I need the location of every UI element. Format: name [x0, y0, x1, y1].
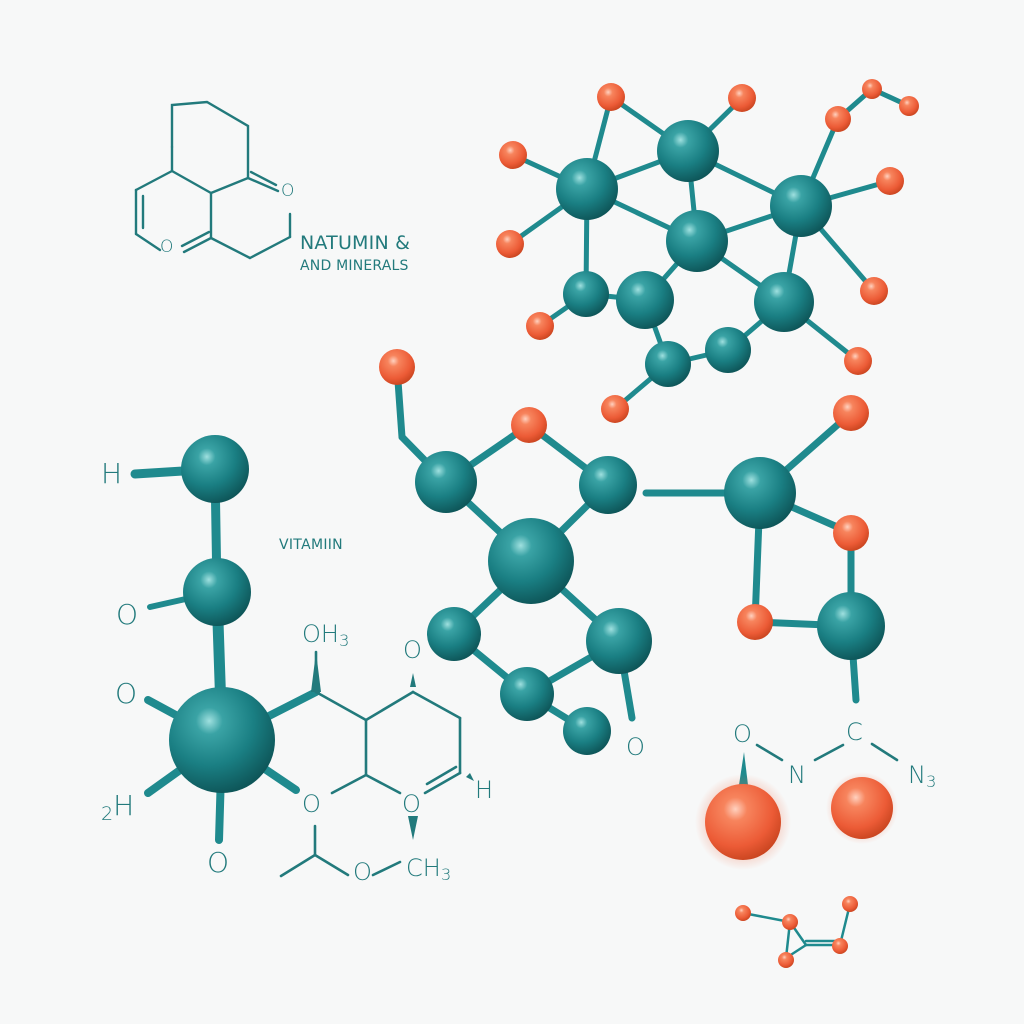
oh3-label: OH3 [302, 620, 350, 651]
hydrogen-label: H [101, 457, 123, 490]
oxygen-label: O [402, 790, 421, 818]
molecule-right-lower [695, 742, 899, 870]
vitamin-label: VITAMIIN [279, 537, 343, 553]
hydrogen-2-label: 2H [101, 789, 135, 825]
logo-oxygen-label: O [160, 237, 174, 257]
title-line-2: AND MINERALS [300, 258, 409, 274]
title-line-1: NATUMIN & [300, 232, 411, 254]
ch3-label: CH3 [406, 854, 452, 885]
oxygen-label: O [116, 598, 139, 631]
oxygen-label: O [733, 720, 752, 748]
oxygen-label: O [626, 733, 645, 761]
hydrogen-label: H [475, 776, 494, 804]
carbon-label: C [846, 718, 863, 746]
molecule-cluster-top-right [496, 79, 919, 423]
oxygen-label: O [115, 677, 138, 710]
logo-structure [134, 100, 292, 260]
molecule-left [130, 435, 474, 878]
oxygen-label: O [353, 858, 372, 886]
molecule-small-bottom-right [735, 896, 858, 968]
molecule-center [379, 349, 885, 755]
oxygen-label: O [302, 790, 321, 818]
oxygen-label: O [403, 636, 422, 664]
n3-label: N3 [908, 761, 937, 792]
logo-oxygen-label: O [281, 181, 295, 201]
nitrogen-label: N [788, 761, 806, 789]
oxygen-label: O [207, 846, 230, 879]
